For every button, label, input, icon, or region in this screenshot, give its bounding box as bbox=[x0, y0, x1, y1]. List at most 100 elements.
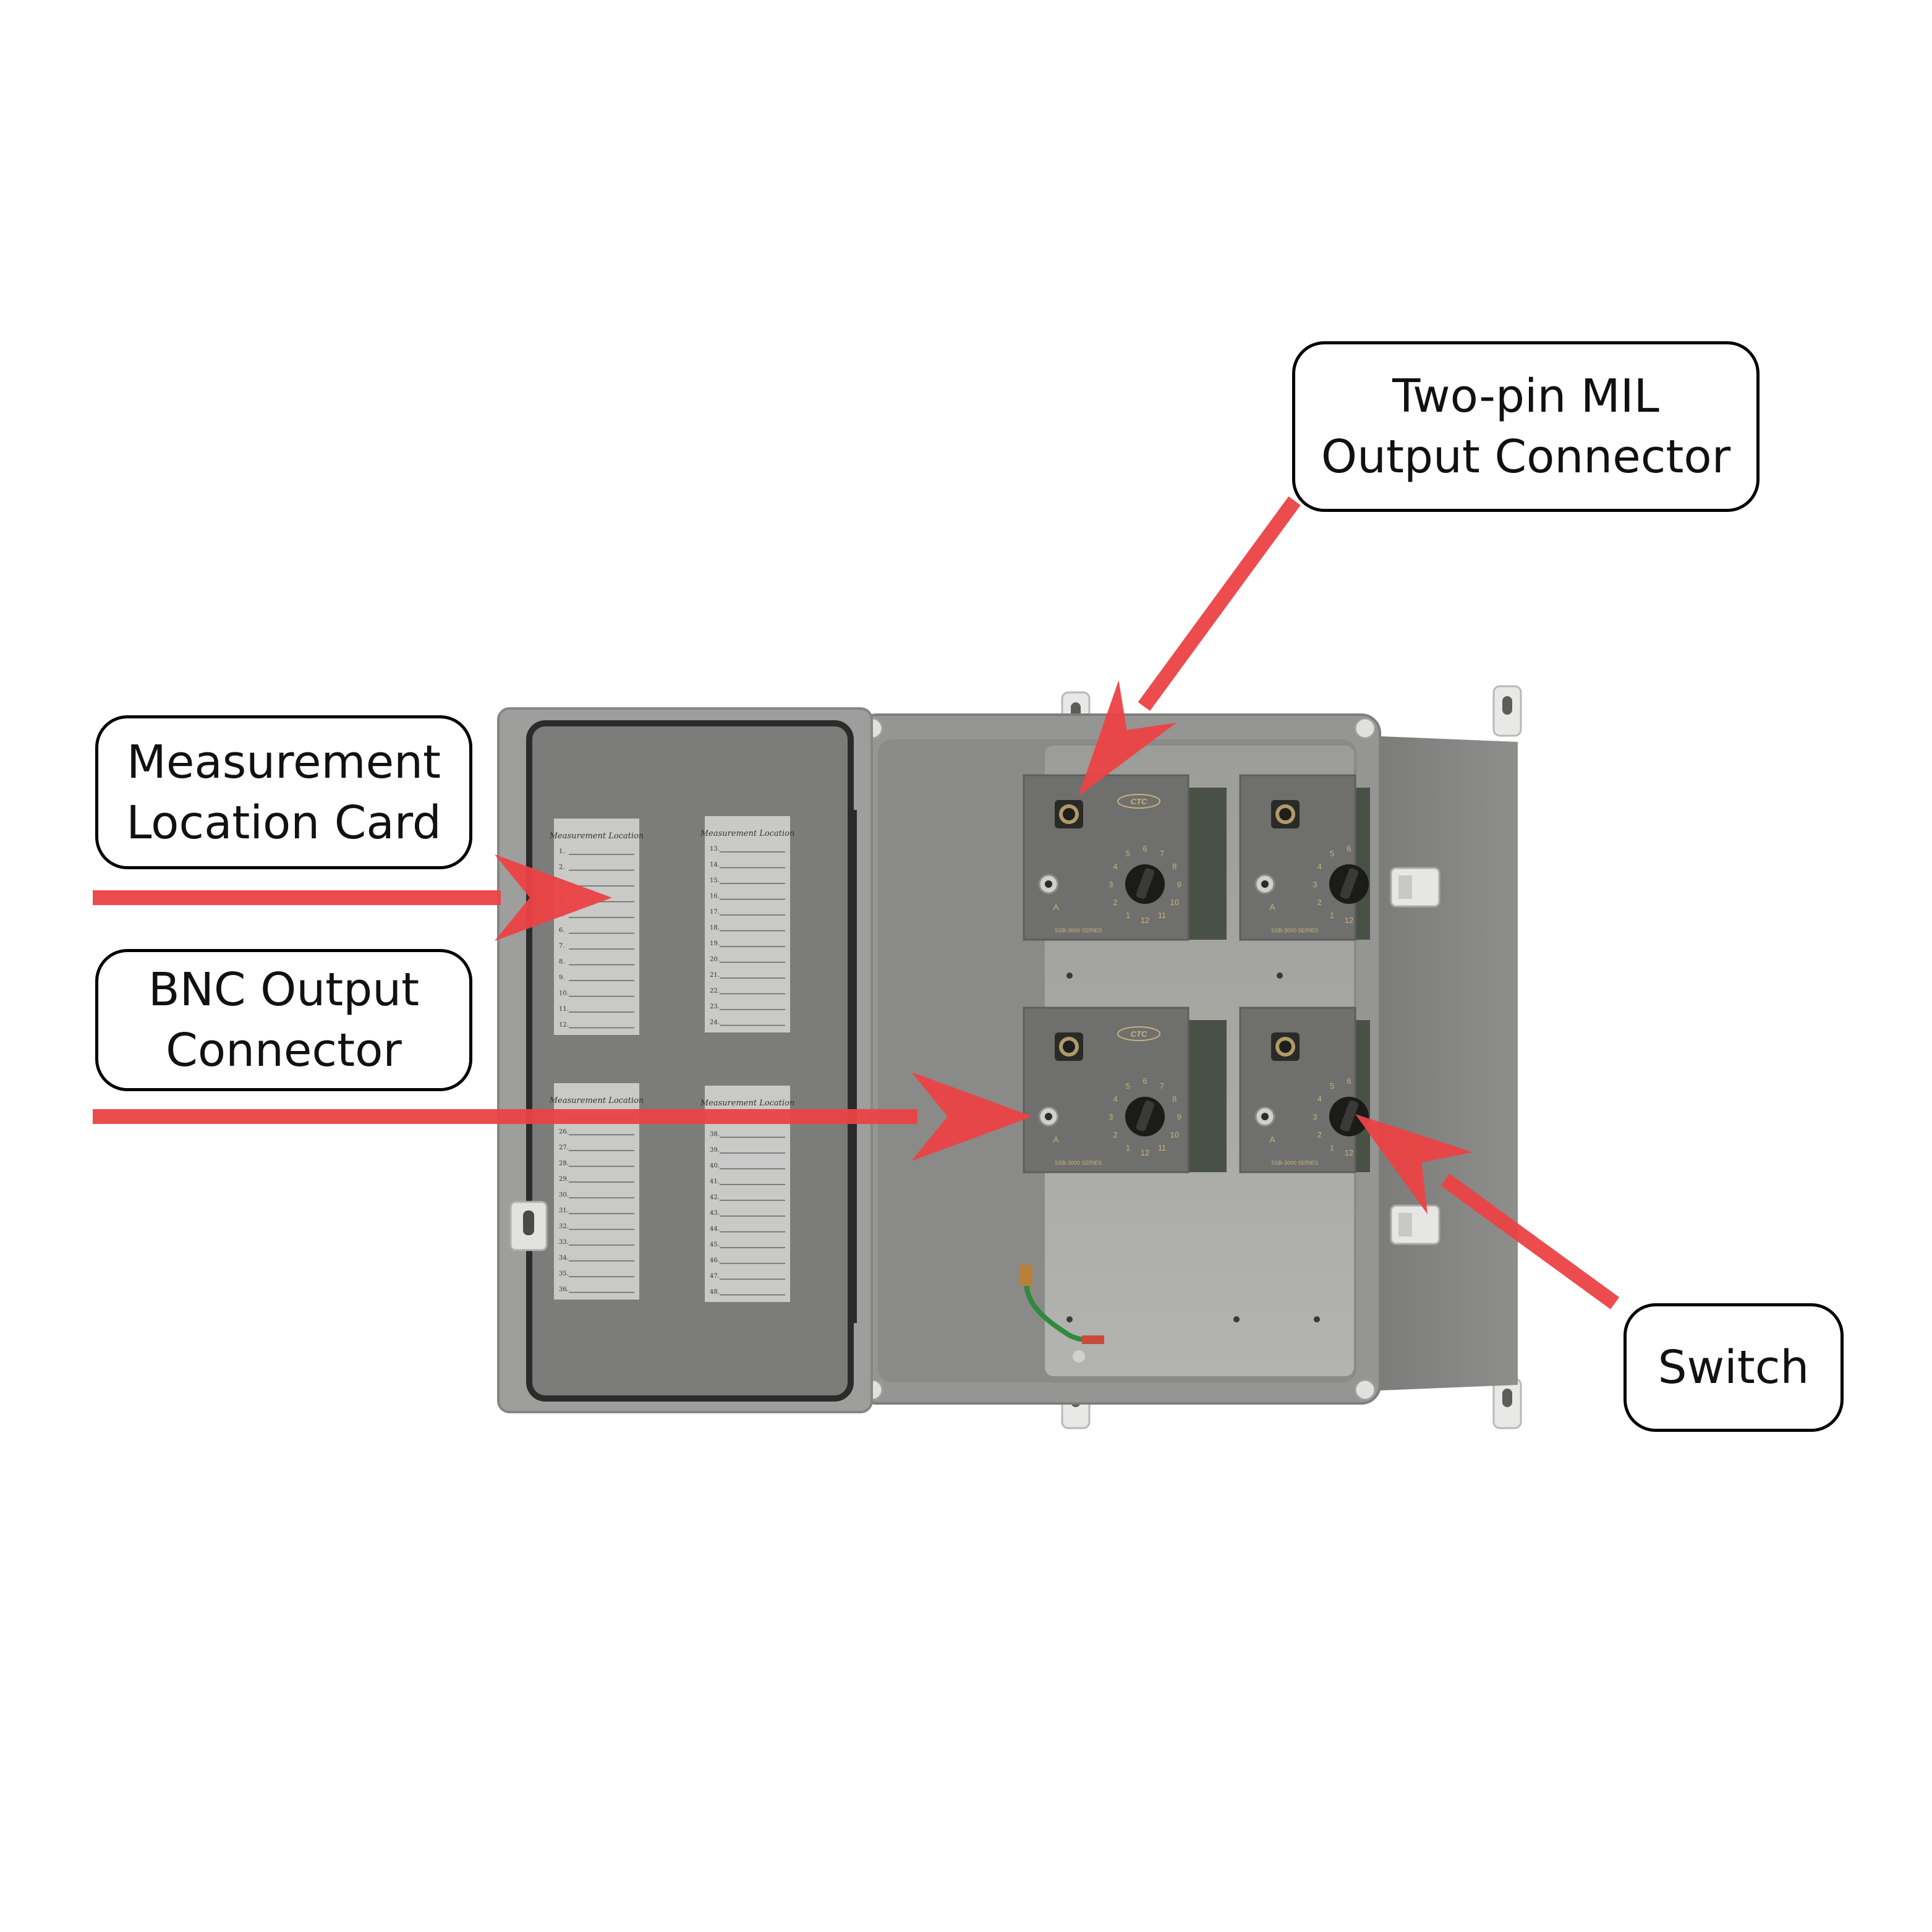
module-series-label: SSB-3000 SERIES bbox=[1055, 1160, 1102, 1166]
switch-dial-number: 1 bbox=[1330, 1143, 1334, 1152]
switch-dial-number: 3 bbox=[1313, 880, 1317, 889]
location-card-number: 17. bbox=[710, 909, 720, 916]
switch-dial-number: 5 bbox=[1330, 1081, 1334, 1091]
switch-dial-number: 12 bbox=[1345, 916, 1353, 925]
bnc-connector-callout: BNC Output Connector bbox=[95, 949, 472, 1091]
location-card-number: 27. bbox=[559, 1144, 569, 1151]
door-hinge bbox=[849, 810, 857, 1323]
location-card-callout: Measurement Location Card bbox=[95, 715, 472, 869]
switch-dial-number: 3 bbox=[1313, 1112, 1317, 1121]
rotary-switch-knob bbox=[1125, 1097, 1165, 1136]
location-card-number: 26. bbox=[559, 1129, 569, 1136]
switch-dial-number: 1 bbox=[1330, 911, 1334, 920]
location-card-number: 7. bbox=[559, 943, 565, 950]
switch-dial-number: 5 bbox=[1126, 849, 1130, 858]
location-card-number: 18. bbox=[710, 925, 720, 932]
location-card-number: 12. bbox=[559, 1022, 569, 1029]
switch-dial-number: 6 bbox=[1143, 1076, 1147, 1086]
rotary-switch-knob bbox=[1125, 864, 1165, 904]
location-card-number: 43. bbox=[710, 1210, 720, 1217]
switch-dial-number: 4 bbox=[1113, 1094, 1118, 1104]
location-card-number: 22. bbox=[710, 988, 720, 995]
location-card-label-line2: Location Card bbox=[126, 796, 441, 849]
location-card-title: Measurement Location bbox=[549, 1096, 644, 1105]
switch-dial-number: 8 bbox=[1172, 862, 1177, 871]
latch-upper bbox=[1390, 867, 1440, 908]
switch-dial-number: 1 bbox=[1126, 911, 1130, 920]
location-card-number: 11. bbox=[559, 1006, 569, 1013]
location-card-number: 33. bbox=[559, 1239, 569, 1246]
mil-connector-icon bbox=[1055, 800, 1083, 828]
mil-connector-icon bbox=[1055, 1032, 1083, 1061]
switch-dial-number: 7 bbox=[1160, 849, 1164, 858]
location-card-number: 23. bbox=[710, 1003, 720, 1010]
bnc-connector-icon bbox=[1038, 874, 1059, 895]
switch-dial-number: 2 bbox=[1113, 1130, 1118, 1139]
location-card-number: 24. bbox=[710, 1019, 720, 1026]
location-card-number: 41. bbox=[710, 1178, 720, 1185]
switch-dial-number: 4 bbox=[1113, 862, 1118, 871]
brand-logo-text: CTC bbox=[1131, 797, 1147, 806]
switch-dial-number: 6 bbox=[1347, 1076, 1351, 1086]
switch-callout: Switch bbox=[1623, 1303, 1844, 1432]
location-card-title: Measurement Location bbox=[700, 829, 795, 838]
switch-dial-number: 6 bbox=[1143, 844, 1147, 853]
location-card-number: 14. bbox=[710, 862, 720, 869]
location-card-number: 10. bbox=[559, 990, 569, 997]
location-card: Measurement Location13.14.15.16.17.18.19… bbox=[700, 816, 795, 1032]
bnc-connector-icon bbox=[1038, 1106, 1059, 1127]
switch-dial-number: 9 bbox=[1177, 1112, 1181, 1121]
module-series-label: SSB-3000 SERIES bbox=[1271, 1160, 1319, 1166]
location-card-number: 20. bbox=[710, 956, 720, 963]
switch-dial-number: 5 bbox=[1330, 849, 1334, 858]
door-latch-tab bbox=[509, 1201, 548, 1251]
location-card: Measurement Location1.2.3.4.5.6.7.8.9.10… bbox=[549, 819, 644, 1035]
location-card-number: 38. bbox=[710, 1131, 720, 1138]
location-card-number: 8. bbox=[559, 959, 565, 966]
switch-dial-number: 6 bbox=[1347, 844, 1351, 853]
switch-dial-number: 2 bbox=[1317, 1130, 1322, 1139]
location-card-label-line1: Measurement bbox=[126, 735, 441, 789]
location-card-number: 13. bbox=[710, 846, 720, 853]
switch-dial-number: 4 bbox=[1317, 1094, 1322, 1104]
brand-logo: CTC bbox=[1117, 1026, 1160, 1041]
mil-connector-icon bbox=[1271, 800, 1300, 828]
bnc-connector-label-line2: Connector bbox=[166, 1024, 402, 1077]
rotary-switch-knob bbox=[1329, 864, 1369, 904]
switch-dial-number: 11 bbox=[1158, 911, 1167, 920]
location-card-number: 29. bbox=[559, 1176, 569, 1183]
channel-letter: A bbox=[1053, 1134, 1059, 1144]
ground-wire bbox=[1020, 1265, 1104, 1363]
channel-letter: A bbox=[1269, 1134, 1275, 1144]
rotary-switch-knob bbox=[1329, 1097, 1369, 1136]
switch-dial-number: 11 bbox=[1158, 1143, 1167, 1152]
location-card-arrow bbox=[93, 854, 612, 941]
switch-dial-number: 10 bbox=[1170, 898, 1178, 907]
switch-dial-number: 12 bbox=[1141, 1148, 1149, 1157]
location-card-number: 42. bbox=[710, 1194, 720, 1201]
bnc-connector-icon bbox=[1254, 874, 1275, 895]
bnc-connector-arrow bbox=[93, 1072, 1032, 1161]
switch-dial-number: 12 bbox=[1345, 1148, 1353, 1157]
switch-dial-number: 3 bbox=[1109, 880, 1113, 889]
module-series-label: SSB-3000 SERIES bbox=[1271, 927, 1319, 934]
enclosure-side-wall bbox=[1366, 736, 1518, 1391]
location-card-number: 36. bbox=[559, 1287, 569, 1293]
location-card-number: 39. bbox=[710, 1147, 720, 1154]
channel-letter: A bbox=[1053, 902, 1059, 912]
location-card-number: 45. bbox=[710, 1241, 720, 1248]
switch-dial-number: 2 bbox=[1113, 898, 1118, 907]
switch-dial-number: 10 bbox=[1170, 1130, 1178, 1139]
mil-connector-label-line1: Two-pin MIL bbox=[1392, 370, 1659, 423]
module-series-label: SSB-3000 SERIES bbox=[1055, 927, 1102, 934]
location-card-number: 2. bbox=[559, 864, 565, 871]
switch-dial-number: 8 bbox=[1172, 1094, 1177, 1104]
location-card-number: 31. bbox=[559, 1207, 569, 1214]
location-card-number: 32. bbox=[559, 1223, 569, 1230]
switch-arrow bbox=[1355, 1114, 1620, 1309]
location-card-number: 46. bbox=[710, 1258, 720, 1264]
location-card-number: 40. bbox=[710, 1163, 720, 1170]
switch-label: Switch bbox=[1658, 1341, 1810, 1394]
